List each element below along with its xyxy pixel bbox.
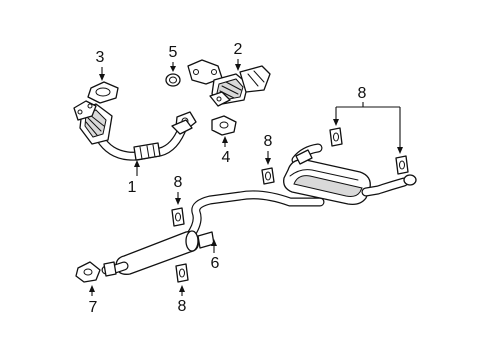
callout-2: 2 bbox=[234, 41, 243, 58]
part-8-hanger-top-right-a bbox=[329, 127, 343, 147]
leader-4 bbox=[222, 136, 228, 147]
callout-8-left: 8 bbox=[174, 174, 183, 191]
callout-4: 4 bbox=[222, 149, 231, 166]
leader-6 bbox=[211, 239, 217, 253]
part-6-intermediate-pipe bbox=[101, 190, 325, 277]
leader-5 bbox=[170, 62, 176, 72]
part-7-gasket bbox=[75, 261, 101, 283]
callout-6: 6 bbox=[211, 255, 220, 272]
leader-8-mid bbox=[265, 151, 271, 165]
callout-8-bottom: 8 bbox=[178, 298, 187, 315]
part-5-ring-gasket bbox=[165, 73, 181, 87]
leader-7 bbox=[89, 285, 95, 296]
part-8-hanger-left bbox=[171, 207, 185, 227]
callout-3: 3 bbox=[96, 49, 105, 66]
part-4-flange-gasket bbox=[211, 115, 237, 136]
part-8-hanger-top-right-b bbox=[395, 155, 409, 175]
part-muffler-assembly bbox=[283, 143, 417, 206]
part-3-gasket bbox=[87, 81, 119, 104]
callout-7: 7 bbox=[89, 299, 98, 316]
callout-1: 1 bbox=[128, 179, 137, 196]
callout-8-mid: 8 bbox=[264, 133, 273, 150]
part-2-rear-catalytic-converter bbox=[187, 59, 271, 107]
part-8-hanger-bottom bbox=[175, 263, 189, 283]
leader-8-left bbox=[175, 192, 181, 205]
callout-8-top-right: 8 bbox=[358, 85, 367, 102]
part-8-hanger-mid bbox=[261, 167, 275, 185]
leader-2 bbox=[235, 59, 241, 71]
leader-8-top-right bbox=[333, 102, 403, 154]
leader-1 bbox=[134, 160, 140, 176]
part-front-catalytic-converter-pipe bbox=[73, 100, 197, 161]
leader-8-bottom bbox=[179, 285, 185, 296]
leader-3 bbox=[99, 67, 105, 81]
callout-5: 5 bbox=[169, 44, 178, 61]
